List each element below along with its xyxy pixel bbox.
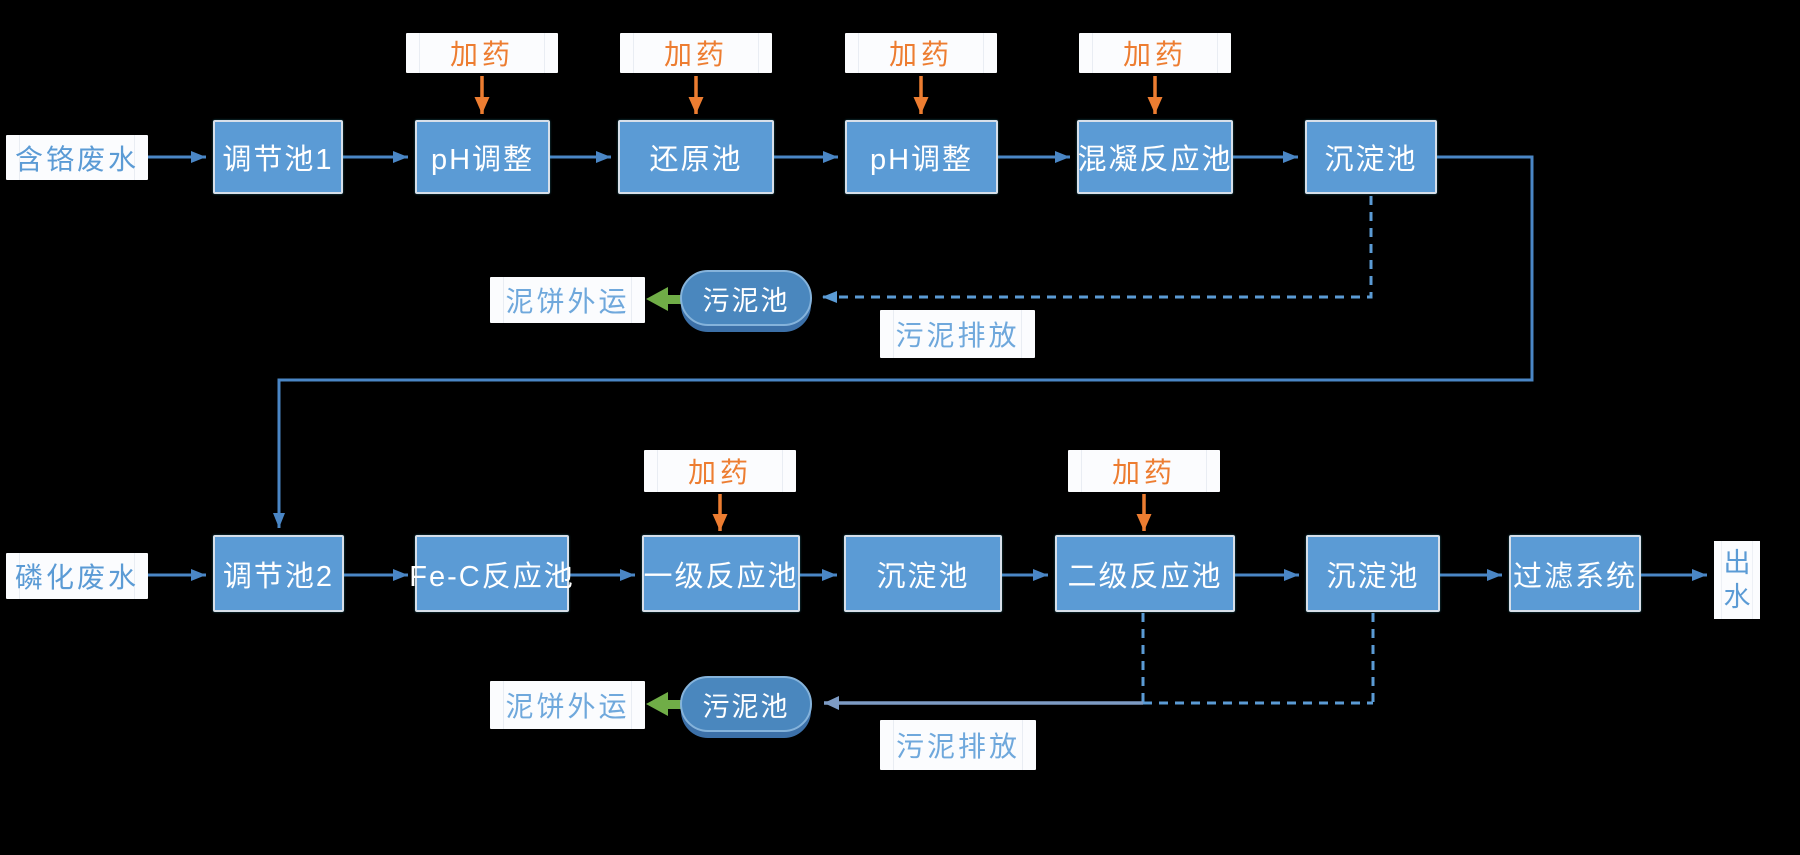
node-reduction-tank: 还原池 <box>618 120 774 194</box>
train-connector-line <box>273 155 1534 528</box>
node-first-stage-reaction-tank: 一级反应池 <box>642 535 800 612</box>
sludge-tank-bottom: 污泥池 <box>680 676 812 732</box>
top-cake-arrow <box>646 287 681 311</box>
node-coagulation-reaction-tank: 混凝反应池 <box>1077 120 1233 194</box>
top-sludge-dashed-line <box>822 196 1373 303</box>
dosing-label-5: 加药 <box>644 450 796 492</box>
source-label-chromium-wastewater: 含铬废水 <box>6 135 148 180</box>
dosing-label-1: 加药 <box>406 33 558 73</box>
top-dosing-arrows <box>474 76 1163 114</box>
dosing-label-6: 加药 <box>1068 450 1220 492</box>
node-second-stage-reaction-tank: 二级反应池 <box>1055 535 1235 612</box>
bottom-cake-arrow <box>646 692 681 716</box>
node-regulating-tank-2: 调节池2 <box>213 535 344 612</box>
node-sedimentation-tank-bottom-1: 沉淀池 <box>844 535 1002 612</box>
node-sedimentation-tank-top: 沉淀池 <box>1305 120 1437 194</box>
sludge-tank-top: 污泥池 <box>680 270 812 326</box>
sludge-cake-label-top: 泥饼外运 <box>490 277 645 323</box>
sludge-discharge-label-top: 污泥排放 <box>880 310 1035 358</box>
node-ph-adjustment-1: pH调整 <box>415 120 550 194</box>
node-ph-adjustment-2: pH调整 <box>845 120 998 194</box>
source-label-phosphating-wastewater: 磷化废水 <box>6 553 148 599</box>
dosing-label-3: 加药 <box>845 33 997 73</box>
bottom-dosing-arrows <box>712 494 1152 531</box>
effluent-label: 出水 <box>1714 541 1760 619</box>
node-sedimentation-tank-bottom-2: 沉淀池 <box>1306 535 1440 612</box>
bottom-sludge-dashed-lines <box>1141 613 1375 705</box>
dosing-label-2: 加药 <box>620 33 772 73</box>
dosing-label-4: 加药 <box>1079 33 1231 73</box>
node-filtration-system: 过滤系统 <box>1509 535 1641 612</box>
node-regulating-tank-1: 调节池1 <box>213 120 343 194</box>
sludge-cake-label-bottom: 泥饼外运 <box>490 681 645 729</box>
sludge-discharge-label-bottom: 污泥排放 <box>880 720 1036 770</box>
node-fe-c-reaction-tank: Fe-C反应池 <box>409 535 573 612</box>
